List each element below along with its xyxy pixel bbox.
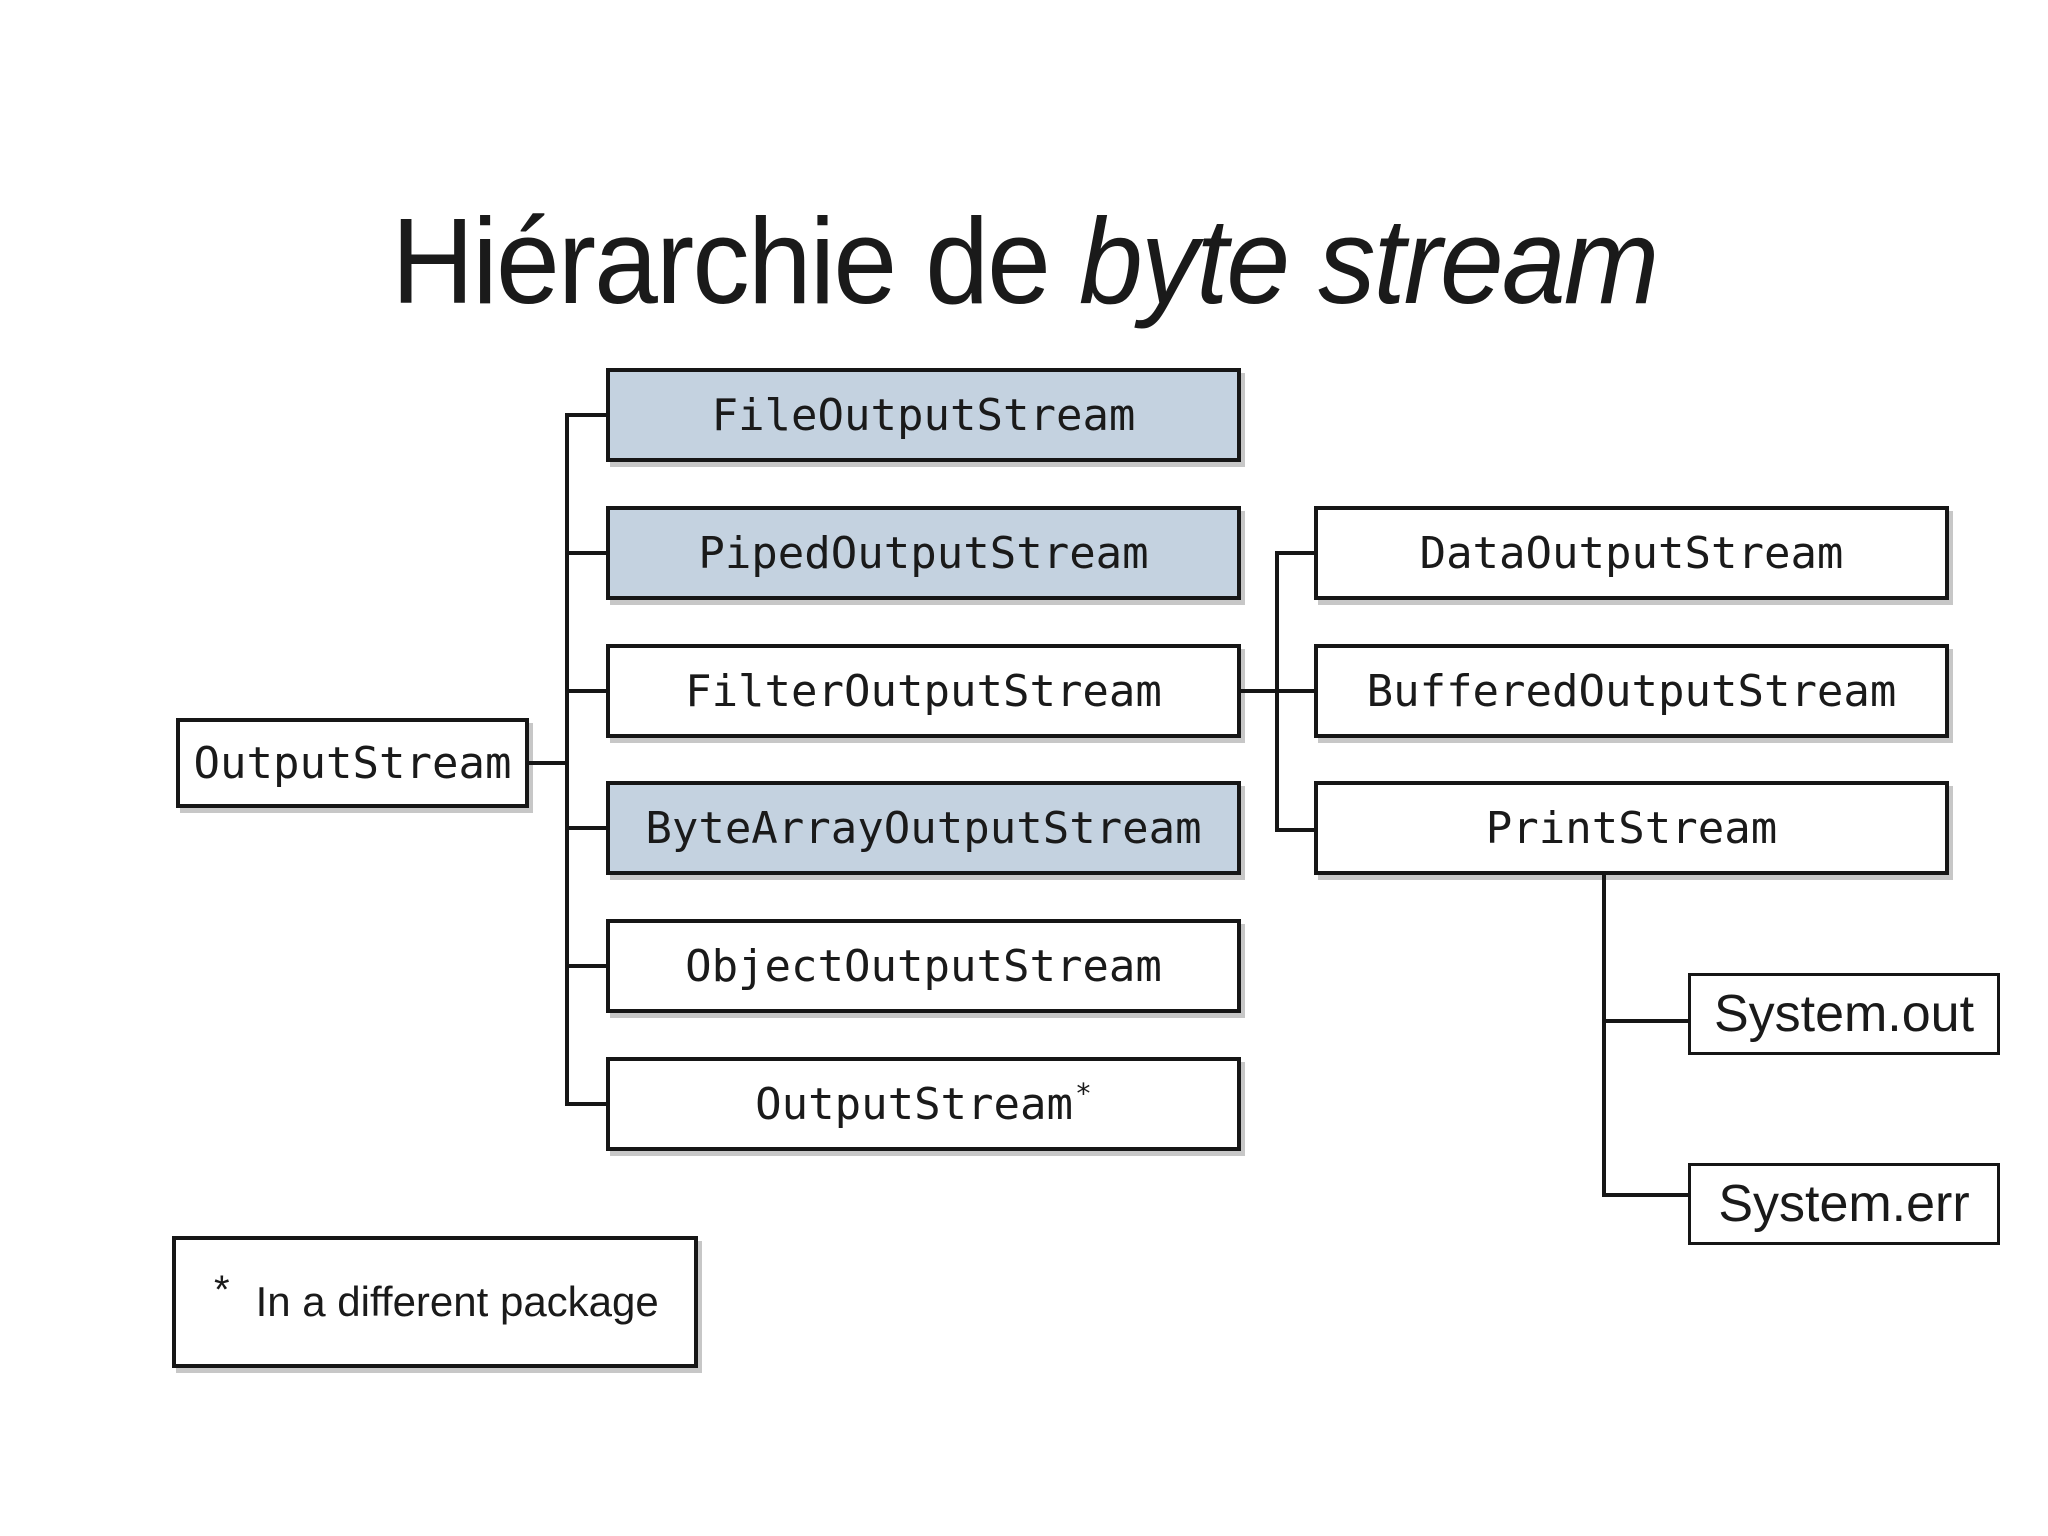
node-filteroutputstream: FilterOutputStream	[606, 644, 1241, 738]
node-system-out: System.out	[1688, 973, 2000, 1055]
node-fileoutputstream: FileOutputStream	[606, 368, 1241, 462]
node-dataoutputstream: DataOutputStream	[1314, 506, 1949, 600]
connector-stub-print	[1275, 828, 1317, 832]
node-outputstream: OutputStream	[176, 718, 529, 808]
node-objectoutputstream-label: ObjectOutputStream	[685, 940, 1162, 992]
connector-stub-sysout	[1602, 1019, 1691, 1023]
footnote-text: In a different package	[255, 1278, 659, 1325]
node-outputstream-other-package-label: OutputStream*	[755, 1076, 1092, 1130]
node-bytearrayoutputstream-label: ByteArrayOutputStream	[645, 802, 1202, 854]
node-bytearrayoutputstream: ByteArrayOutputStream	[606, 781, 1241, 875]
connector-stub-bytearray	[565, 826, 610, 830]
node-dataoutputstream-label: DataOutputStream	[1419, 527, 1844, 579]
page-title: Hiérarchie de byte stream	[0, 190, 2048, 334]
node-fileoutputstream-label: FileOutputStream	[711, 389, 1136, 441]
connector-right-trunk	[1275, 551, 1279, 832]
connector-stub-filter	[565, 689, 610, 693]
node-bufferedoutputstream-label: BufferedOutputStream	[1366, 665, 1897, 717]
node-pipedoutputstream-label: PipedOutputStream	[698, 527, 1149, 579]
node-objectoutputstream: ObjectOutputStream	[606, 919, 1241, 1013]
connector-stub-piped	[565, 551, 610, 555]
node-outputstream-label: OutputStream	[193, 737, 512, 789]
connector-root-to-trunk	[527, 761, 567, 765]
connector-left-trunk	[565, 413, 569, 1106]
page-title-italic: byte stream	[1078, 192, 1659, 329]
node-system-out-label: System.out	[1713, 985, 1975, 1043]
connector-stub-output2	[565, 1102, 610, 1106]
page-title-regular: Hiérarchie de	[390, 192, 1079, 329]
connector-stub-syserr	[1602, 1193, 1691, 1197]
node-bufferedoutputstream: BufferedOutputStream	[1314, 644, 1949, 738]
node-system-err: System.err	[1688, 1163, 2000, 1245]
node-system-err-label: System.err	[1718, 1175, 1970, 1233]
node-outputstream-other-package: OutputStream*	[606, 1057, 1241, 1151]
footnote-symbol: *	[214, 1267, 230, 1312]
connector-stub-data	[1275, 551, 1317, 555]
connector-print-descender	[1602, 875, 1606, 1197]
node-printstream: PrintStream	[1314, 781, 1949, 875]
connector-stub-file	[565, 413, 610, 417]
node-pipedoutputstream: PipedOutputStream	[606, 506, 1241, 600]
connector-stub-object	[565, 964, 610, 968]
footnote-box: * In a different package	[172, 1236, 698, 1368]
node-printstream-label: PrintStream	[1485, 802, 1778, 854]
footnote-marker: *	[1075, 1076, 1092, 1110]
node-filteroutputstream-label: FilterOutputStream	[685, 665, 1162, 717]
